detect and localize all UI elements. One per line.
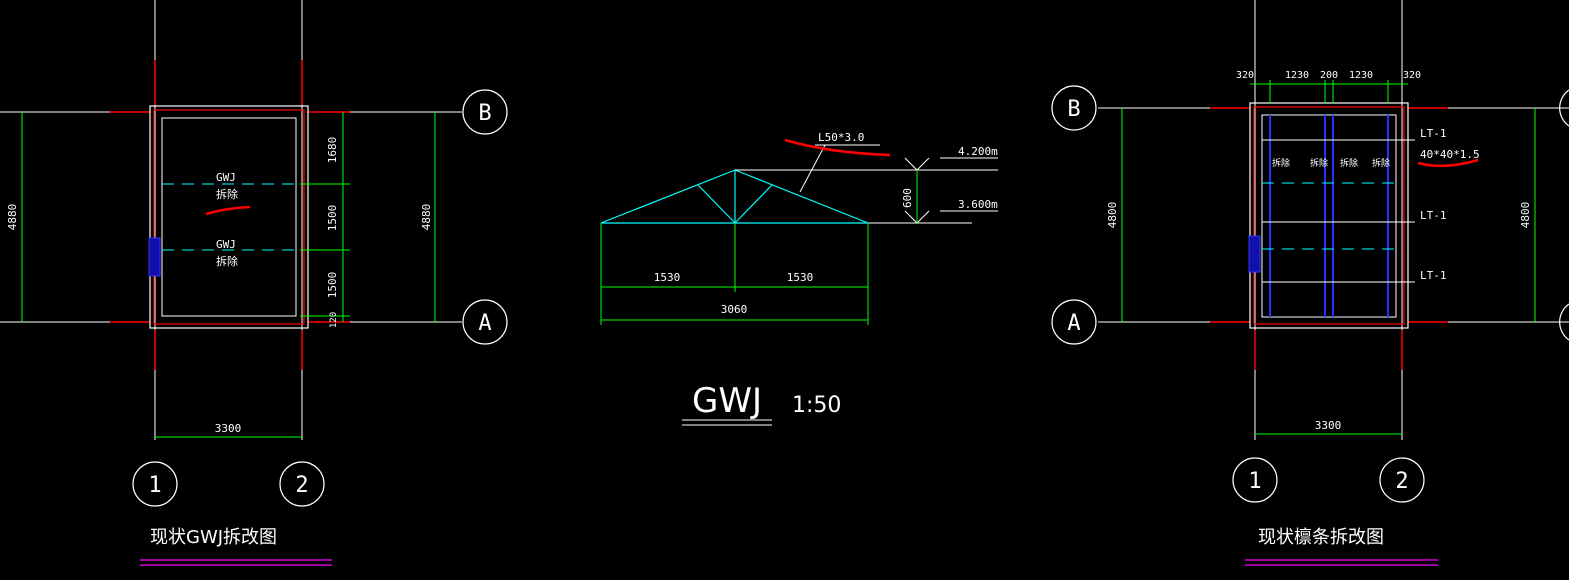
door-mark bbox=[148, 237, 161, 277]
truss-elevation: L50*3.0 4.200m 3.600m 600 1530 1530 3060… bbox=[600, 131, 998, 426]
elevation-bottom: 3.600m bbox=[958, 198, 998, 211]
dim-top-seg-2: 1230 bbox=[1285, 70, 1309, 81]
member-label: L50*3.0 bbox=[818, 131, 864, 144]
dim-overall-right: 4880 bbox=[420, 204, 433, 231]
dim-seg-1: 1680 bbox=[326, 137, 339, 164]
dim-top-seg-1: 320 bbox=[1236, 70, 1254, 81]
dim-width: 3300 bbox=[215, 422, 242, 435]
truss-web bbox=[697, 184, 736, 224]
axis-label-1: 1 bbox=[148, 473, 161, 498]
axis-bubble-b bbox=[1051, 85, 1097, 131]
leader-line bbox=[799, 144, 826, 193]
axis-bubble-1 bbox=[1232, 457, 1278, 503]
axis-bubble-a bbox=[1051, 299, 1097, 345]
right-plan-title: 现状檩条拆改图 bbox=[1258, 527, 1384, 548]
axis-label-b: B bbox=[1067, 97, 1080, 122]
building-outline-inner bbox=[1261, 114, 1397, 318]
dim-seg-3: 1500 bbox=[326, 272, 339, 299]
left-plan-title: 现状GWJ拆改图 bbox=[150, 527, 277, 548]
dim-height: 600 bbox=[901, 188, 914, 208]
left-plan: GWJ 拆除 GWJ 拆除 4880 1680 1500 1500 120 48… bbox=[0, 0, 508, 566]
dim-top-seg-3: 200 bbox=[1320, 70, 1338, 81]
red-annotation-mark bbox=[1417, 158, 1479, 168]
purlin-label-1: LT-1 bbox=[1420, 127, 1447, 140]
axis-bubble-b bbox=[462, 89, 508, 135]
red-annotation-mark bbox=[205, 205, 251, 216]
dim-overall-right: 4800 bbox=[1519, 202, 1532, 229]
dim-seg-2: 1500 bbox=[326, 205, 339, 232]
axis-bubble-partial bbox=[1559, 303, 1569, 341]
axis-label-a: A bbox=[1067, 311, 1080, 336]
dim-right-half: 1530 bbox=[787, 271, 814, 284]
axis-bubble-a bbox=[462, 299, 508, 345]
axis-label-a: A bbox=[478, 311, 491, 336]
building-outline-outer bbox=[149, 105, 309, 329]
dim-span: 3060 bbox=[721, 303, 748, 316]
dim-left-half: 1530 bbox=[654, 271, 681, 284]
truss-note-1: 拆除 bbox=[216, 187, 238, 201]
dim-top-seg-4: 1230 bbox=[1349, 70, 1373, 81]
truss-scale: 1:50 bbox=[792, 393, 841, 418]
truss-label-2: GWJ bbox=[216, 238, 236, 251]
truss-top-chord-left bbox=[600, 169, 736, 224]
purlin-size: 40*40*1.5 bbox=[1420, 148, 1480, 161]
elevation-top: 4.200m bbox=[958, 145, 998, 158]
axis-label-b: B bbox=[478, 101, 491, 126]
truss-title: GWJ bbox=[692, 381, 762, 421]
wall-outline-red bbox=[1253, 106, 1405, 325]
truss-web bbox=[734, 184, 773, 224]
dim-seg-4: 120 bbox=[329, 312, 339, 328]
remove-note-2: 拆除 bbox=[1310, 157, 1328, 169]
right-plan: LT-1 40*40*1.5 LT-1 LT-1 拆除 拆除 拆除 拆除 320… bbox=[1051, 0, 1569, 566]
purlin-label-3: LT-1 bbox=[1420, 269, 1447, 282]
dim-top-seg-5: 320 bbox=[1403, 70, 1421, 81]
truss-note-2: 拆除 bbox=[216, 254, 238, 268]
axis-label-2: 2 bbox=[295, 473, 308, 498]
remove-note-1: 拆除 bbox=[1272, 157, 1290, 169]
axis-bubble-partial bbox=[1559, 89, 1569, 127]
dim-overall-left: 4800 bbox=[1106, 202, 1119, 229]
axis-label-1: 1 bbox=[1248, 469, 1261, 494]
truss-label-1: GWJ bbox=[216, 171, 236, 184]
axis-bubble-2 bbox=[1379, 457, 1425, 503]
door-mark bbox=[1248, 235, 1261, 273]
elevation-symbol-top bbox=[904, 157, 930, 171]
remove-note-3: 拆除 bbox=[1340, 157, 1358, 169]
purlin-label-2: LT-1 bbox=[1420, 209, 1447, 222]
building-outline-outer bbox=[1249, 102, 1409, 329]
dim-overall-left: 4880 bbox=[6, 204, 19, 231]
dim-width: 3300 bbox=[1315, 419, 1342, 432]
axis-label-2: 2 bbox=[1395, 469, 1408, 494]
truss-top-chord-right bbox=[734, 169, 869, 224]
axis-bubble-1 bbox=[132, 461, 178, 507]
wall-outline-red bbox=[153, 109, 305, 325]
red-annotation-mark bbox=[784, 138, 891, 157]
remove-note-4: 拆除 bbox=[1372, 157, 1390, 169]
axis-bubble-2 bbox=[279, 461, 325, 507]
building-outline-inner bbox=[161, 117, 297, 317]
